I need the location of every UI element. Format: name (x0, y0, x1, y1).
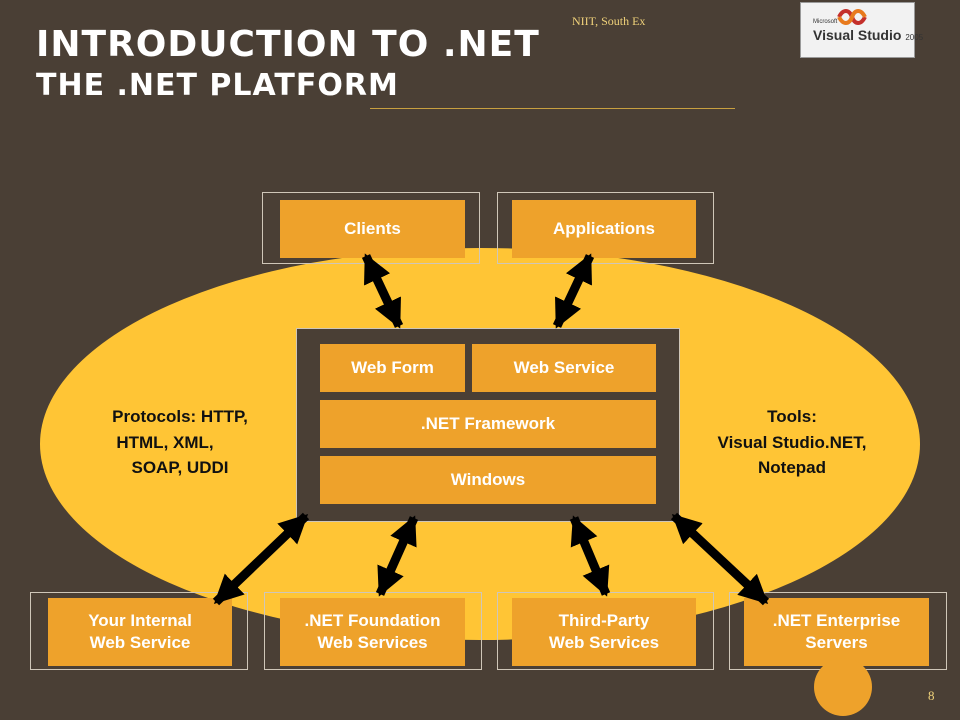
net-framework-box: .NET Framework (320, 400, 656, 448)
web-form-box: Web Form (320, 344, 465, 392)
tools-text: Tools: Visual Studio.NET, Notepad (682, 404, 902, 481)
internal-service-arrow (212, 512, 310, 606)
third-party-services-line-2: Web Services (548, 633, 660, 652)
page-number-circle (814, 658, 872, 716)
foundation-services-frame (264, 592, 482, 670)
internal-service-line-2: Web Service (89, 633, 191, 652)
third-party-services-box: Third-Party Web Services (512, 598, 696, 666)
third-party-services-arrow (569, 515, 611, 597)
web-service-box: Web Service (472, 344, 656, 392)
tools-line-2: Visual Studio.NET, (717, 432, 867, 452)
enterprise-servers-line-1: .NET Enterprise (772, 610, 901, 630)
slide-title: Introduction to .NET The .NET Platform (36, 27, 540, 101)
tools-line-3: Notepad (758, 458, 826, 477)
protocols-line-1: Protocols: HTTP, (112, 407, 248, 426)
foundation-services-box: .NET Foundation Web Services (280, 598, 465, 666)
visual-studio-logo: Microsoft Visual Studio 2005 (800, 2, 923, 58)
foundation-services-arrow (375, 515, 419, 597)
header-text: NIIT, South Ex (572, 14, 646, 28)
protocols-text: Protocols: HTTP, HTML, XML, SOAP, UDDI (82, 404, 278, 481)
clients-box: Clients (280, 200, 465, 258)
windows-box: Windows (320, 456, 656, 504)
visual-studio-mark-icon (837, 9, 867, 25)
internal-service-frame (30, 592, 248, 670)
page-number: 8 (928, 688, 935, 703)
third-party-services-line-1: Third-Party (558, 610, 650, 630)
title-line-2: The .NET Platform (36, 68, 399, 103)
internal-service-box: Your Internal Web Service (48, 598, 232, 666)
protocols-line-2: HTML, XML, (116, 432, 214, 452)
foundation-services-line-1: .NET Foundation (304, 610, 441, 630)
enterprise-servers-arrow (670, 512, 770, 606)
title-rule (370, 108, 735, 109)
protocols-line-3: SOAP, UDDI (131, 458, 229, 477)
logo-version: 2005 (905, 33, 924, 42)
logo-product: Visual Studio 2005 (813, 27, 923, 43)
applications-frame (497, 192, 714, 264)
applications-arrow (552, 253, 595, 329)
internal-service-line-1: Your Internal (88, 610, 192, 630)
logo-product-name: Visual Studio (813, 27, 902, 43)
clients-arrow (361, 253, 404, 329)
title-line-1: Introduction to .NET (36, 24, 540, 65)
logo-brand: Microsoft (813, 19, 838, 25)
tools-line-1: Tools: (767, 407, 817, 426)
enterprise-servers-box: .NET Enterprise Servers (744, 598, 929, 666)
foundation-services-line-2: Web Services (317, 633, 428, 652)
applications-box: Applications (512, 200, 696, 258)
enterprise-servers-line-2: Servers (805, 633, 868, 652)
